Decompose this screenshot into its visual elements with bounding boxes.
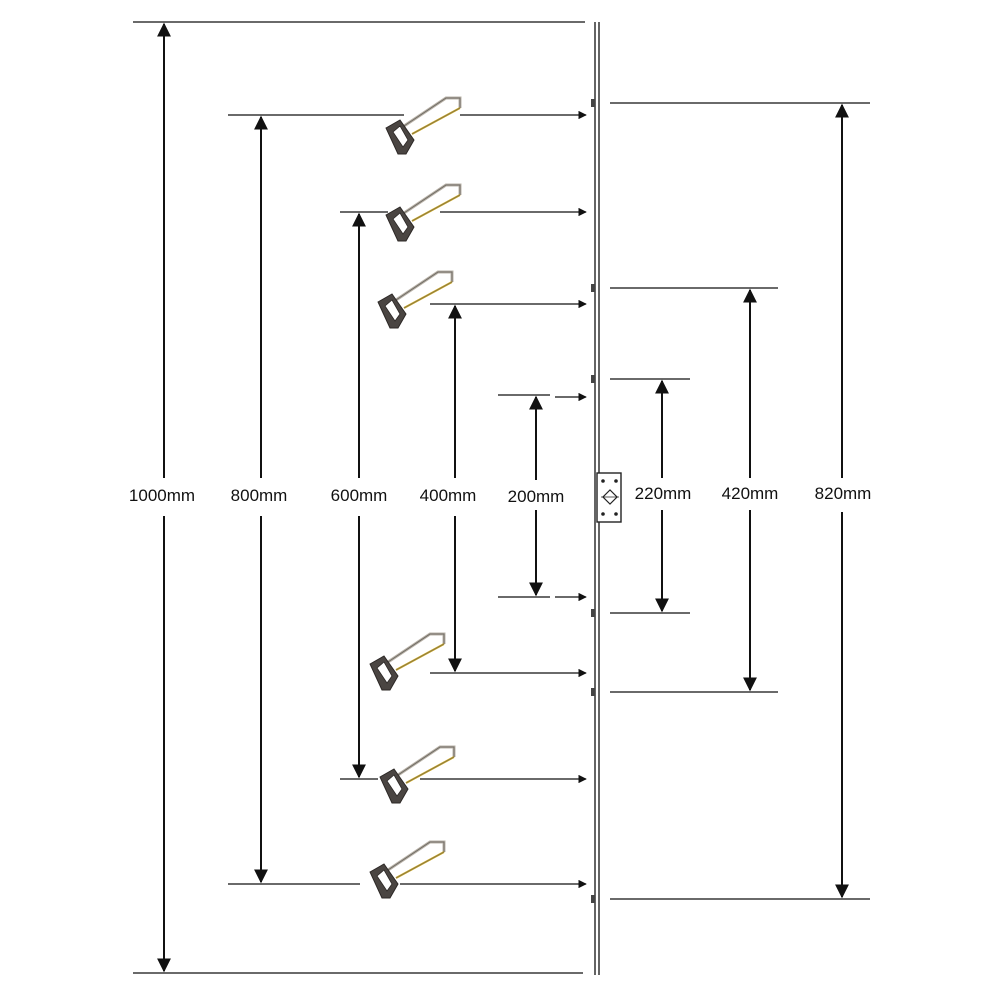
hacksaw-icon — [384, 183, 462, 243]
dim-label-800: 800mm — [231, 486, 288, 505]
hacksaw-icon — [368, 840, 446, 900]
hook-bolts — [591, 99, 595, 903]
dim-label-820: 820mm — [815, 484, 872, 503]
dim-label-220: 220mm — [635, 484, 692, 503]
dim-label-1000: 1000mm — [129, 486, 195, 505]
hook-bolt-icon — [591, 609, 595, 617]
hook-bolt-icon — [591, 284, 595, 292]
hook-bolt-icon — [591, 895, 595, 903]
dim-label-420: 420mm — [722, 484, 779, 503]
hook-bolt-icon — [591, 375, 595, 383]
hacksaw-icon — [384, 96, 462, 156]
hook-bolt-icon — [591, 688, 595, 696]
gearbox-keep-icon — [596, 472, 622, 523]
dim-label-400: 400mm — [420, 486, 477, 505]
dimension-lines — [157, 22, 849, 973]
extension-lines — [133, 21, 870, 974]
dim-label-600: 600mm — [331, 486, 388, 505]
hacksaw-icon — [368, 632, 446, 692]
dim-label-200: 200mm — [508, 487, 565, 506]
hacksaw-icon — [376, 270, 454, 330]
dimension-labels: 1000mm 800mm 600mm 400mm 200mm 220mm 420… — [129, 484, 871, 506]
hacksaw-icon — [378, 745, 456, 805]
cut-arrows — [400, 110, 587, 889]
hook-bolt-icon — [591, 99, 595, 107]
